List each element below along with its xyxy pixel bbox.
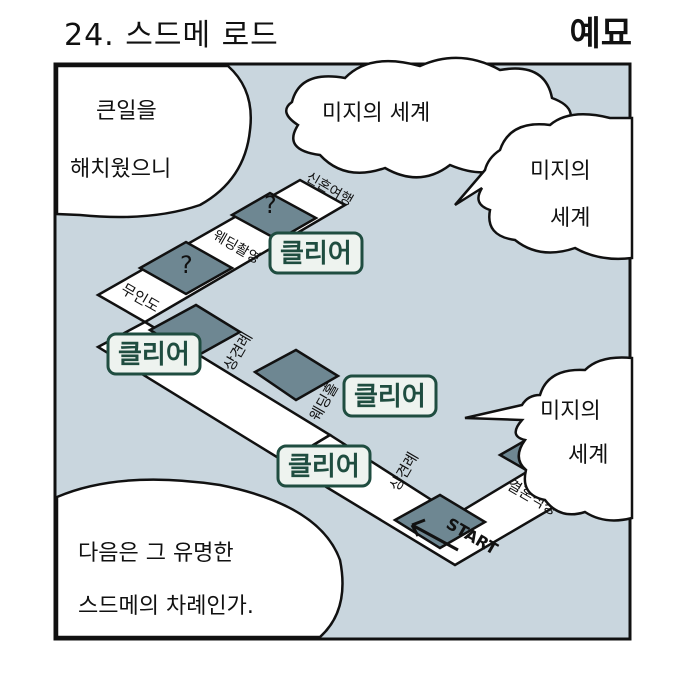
svg-text:클리어: 클리어 [354, 382, 426, 412]
svg-text:클리어: 클리어 [118, 340, 190, 370]
clear-badge: 클리어 [106, 332, 202, 376]
svg-text:클리어: 클리어 [288, 452, 360, 482]
bubble-text-line: 해치웠으니 [70, 157, 171, 182]
cloud-right-bottom [464, 356, 634, 522]
svg-text:클리어: 클리어 [280, 239, 352, 269]
clear-badge: 클리어 [342, 374, 438, 418]
speech-bubble-top-left [55, 64, 252, 219]
clear-badge: 클리어 [268, 231, 364, 275]
cloud-right-bottom-line: 세계 [568, 443, 608, 468]
speech-bubble-bottom-left [55, 478, 344, 639]
tile-question-label: ? [180, 251, 193, 279]
bubble-text-line: 큰일을 [96, 99, 157, 124]
cloud-right-top [454, 113, 634, 261]
tile-question-label: ? [264, 191, 277, 219]
comic-title: 24. 스드메 로드 [64, 18, 279, 53]
cloud-right-top-line: 미지의 [530, 159, 591, 184]
cloud-top-text: 미지의 세계 [322, 101, 430, 126]
bubble-text-line: 다음은 그 유명한 [78, 541, 234, 566]
start-arrow-icon [410, 518, 459, 552]
cloud-right-top-line: 세계 [550, 206, 590, 231]
clear-badge: 클리어 [276, 444, 372, 488]
author-name: 예묘 [569, 14, 632, 54]
bubble-text-line: 스드메의 차례인가. [78, 594, 254, 619]
cloud-right-bottom-line: 미지의 [540, 399, 601, 424]
